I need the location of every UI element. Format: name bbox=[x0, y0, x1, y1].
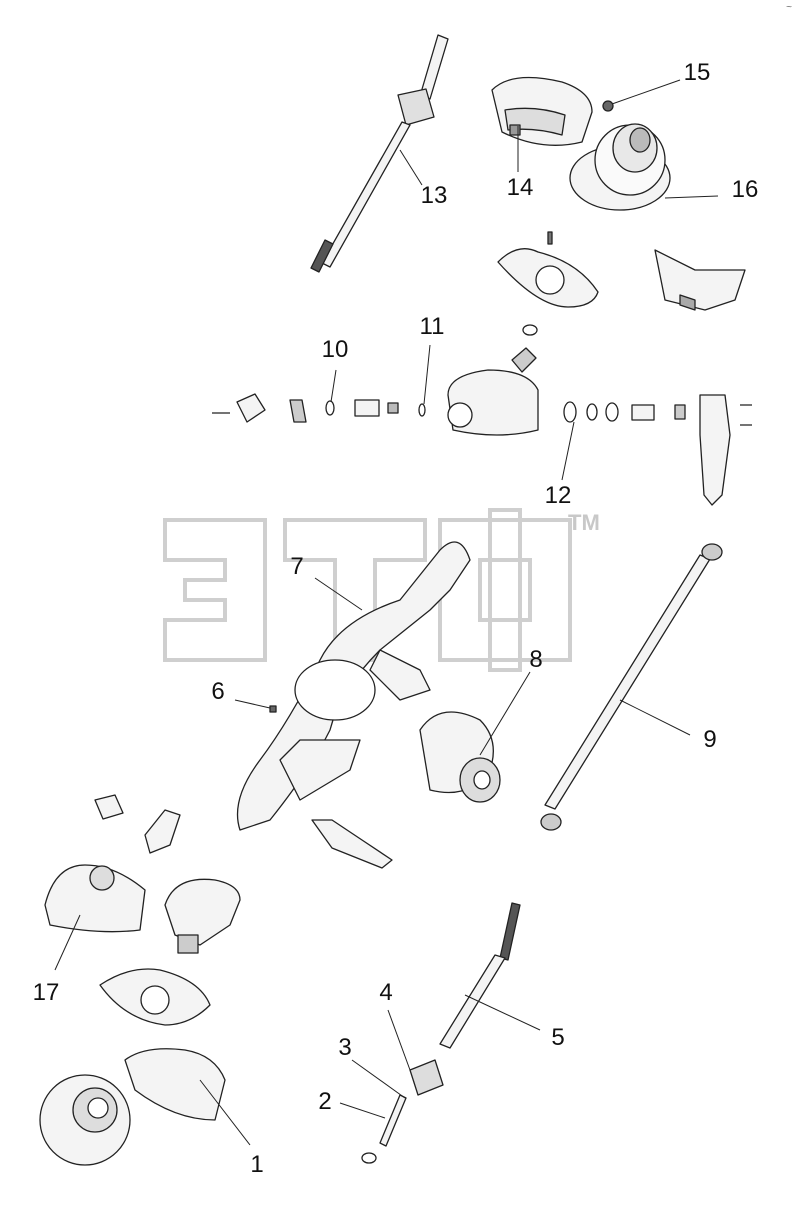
leader-12 bbox=[561, 421, 575, 481]
part-8-wheel-hub bbox=[419, 711, 501, 803]
watermark-trademark: TM bbox=[568, 510, 600, 535]
part-10-11-bushing-set bbox=[212, 393, 426, 423]
callout-16: 16 bbox=[731, 176, 759, 203]
watermark-letter-4 bbox=[488, 508, 522, 672]
leader-8 bbox=[479, 671, 531, 756]
callout-6: 6 bbox=[211, 678, 225, 705]
leader-17 bbox=[54, 914, 81, 971]
leader-4 bbox=[387, 1009, 411, 1071]
leader-2 bbox=[339, 1102, 386, 1119]
leader-15 bbox=[611, 79, 681, 105]
callout-7: 7 bbox=[290, 553, 304, 580]
watermark-letter-1 bbox=[163, 518, 267, 662]
callout-3: 3 bbox=[338, 1034, 352, 1061]
part-17-brake-caliper bbox=[44, 864, 146, 933]
callout-5: 5 bbox=[551, 1024, 565, 1051]
callout-9: 9 bbox=[703, 726, 717, 753]
leader-10 bbox=[330, 369, 337, 403]
leader-7 bbox=[314, 577, 363, 611]
leader-1 bbox=[199, 1079, 251, 1146]
part-upper-right-bracket bbox=[654, 249, 746, 311]
leader-16 bbox=[664, 195, 719, 199]
leader-5 bbox=[464, 994, 541, 1031]
callout-15: 15 bbox=[683, 59, 711, 86]
corner-mark: ~ bbox=[786, 2, 792, 13]
callout-4: 4 bbox=[379, 979, 393, 1006]
part-14-brake-caliper bbox=[491, 76, 593, 146]
part-6-pin bbox=[269, 705, 277, 713]
part-left-steering-knuckle bbox=[164, 878, 241, 954]
part-steering-knuckle bbox=[447, 324, 539, 436]
part-left-small-brackets bbox=[94, 794, 393, 869]
watermark-letter-3 bbox=[438, 518, 572, 662]
callout-2: 2 bbox=[318, 1088, 332, 1115]
part-12-bushing-set bbox=[563, 401, 686, 423]
part-steering-arm bbox=[699, 394, 752, 506]
callout-8: 8 bbox=[529, 646, 543, 673]
leader-13 bbox=[399, 149, 423, 186]
part-16-brake-disc bbox=[569, 123, 671, 211]
callout-10: 10 bbox=[321, 336, 349, 363]
part-upper-mounting-plate bbox=[497, 231, 599, 308]
part-left-mounting-plate bbox=[99, 968, 211, 1026]
part-15-nut bbox=[602, 100, 614, 112]
leader-11 bbox=[423, 344, 431, 405]
part-7-main-frame bbox=[236, 541, 471, 831]
part-5-lower-drive-shaft bbox=[361, 902, 521, 1164]
callout-17: 17 bbox=[32, 979, 60, 1006]
part-13-drive-shaft bbox=[310, 34, 449, 273]
callout-12: 12 bbox=[544, 482, 572, 509]
part-9-tie-rod bbox=[540, 543, 723, 831]
callout-11: 11 bbox=[419, 313, 445, 340]
callout-13: 13 bbox=[420, 182, 448, 209]
callout-1: 1 bbox=[250, 1151, 264, 1178]
leader-9 bbox=[619, 699, 691, 736]
leader-6 bbox=[234, 699, 271, 709]
part-1-brake-disc-caliper bbox=[39, 1048, 226, 1166]
leader-3 bbox=[351, 1059, 406, 1099]
callout-14: 14 bbox=[506, 174, 534, 201]
